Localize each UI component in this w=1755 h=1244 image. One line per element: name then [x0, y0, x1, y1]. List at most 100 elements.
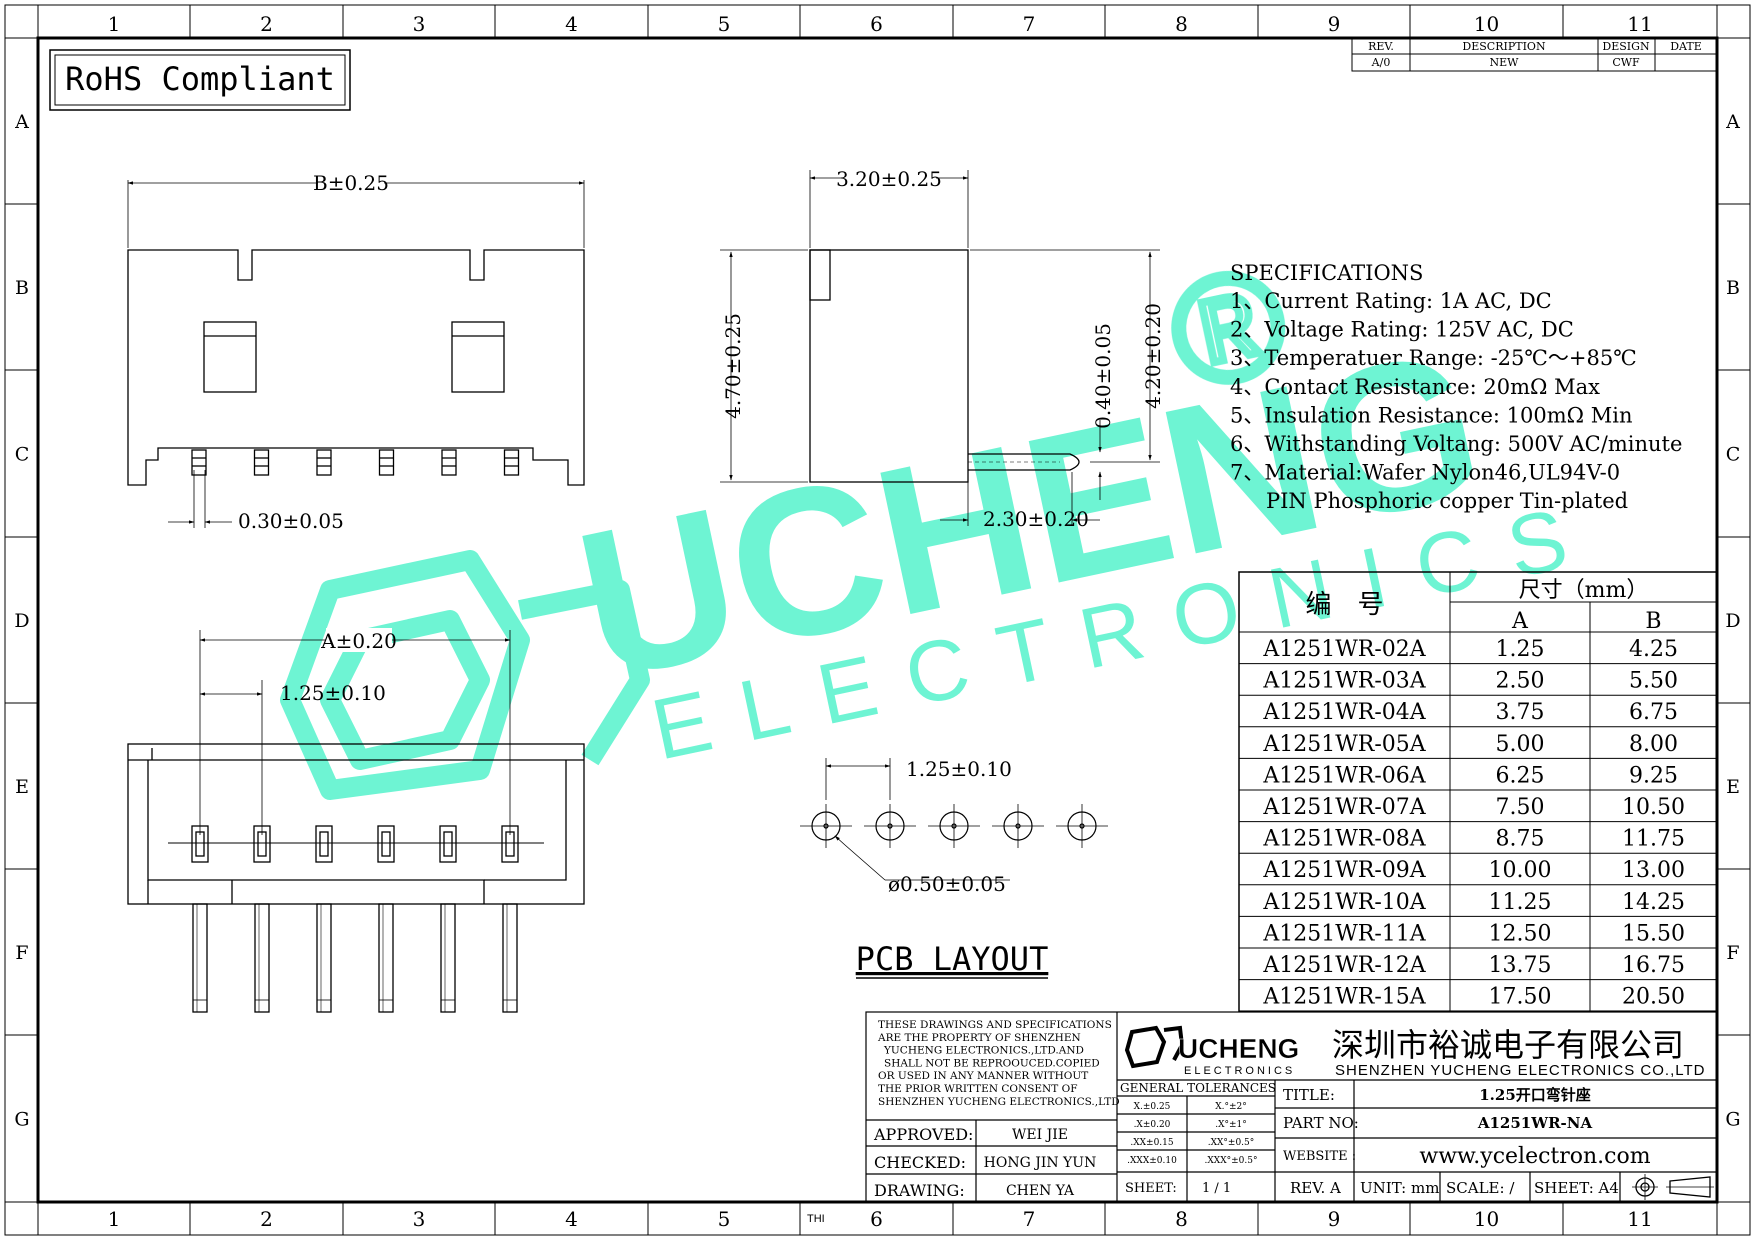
projection-symbol-icon: [1632, 1174, 1714, 1200]
table-cell-b: 10.50: [1622, 795, 1685, 820]
front-pin: [501, 825, 519, 1013]
table-cell-part: A1251WR-09A: [1262, 858, 1426, 883]
table-cell-b: 4.25: [1629, 637, 1678, 662]
checked-label: CHECKED:: [874, 1153, 966, 1172]
zone-row-right-C: C: [1726, 444, 1741, 466]
table-cell-part: A1251WR-02A: [1262, 637, 1426, 662]
front-pin: [315, 825, 333, 1013]
dim-hole: ø0.50±0.05: [888, 872, 1006, 896]
front-pin: [439, 825, 457, 1013]
table-cell-a: 8.75: [1496, 827, 1545, 852]
sheet-size-field: SHEET: A4: [1534, 1179, 1619, 1197]
zone-col-top-7: 7: [1023, 12, 1036, 36]
zone-row-left-E: E: [15, 776, 29, 798]
title-label: TITLE:: [1283, 1086, 1335, 1104]
table-cell-a: 7.50: [1496, 795, 1545, 820]
drawing-label: DRAWING:: [874, 1181, 965, 1200]
thi-label: THI: [807, 1213, 825, 1225]
rev-field: REV. A: [1290, 1179, 1341, 1197]
top-pin: [378, 449, 395, 476]
pcb-hole-icon: [928, 804, 980, 848]
table-cell-a: 2.50: [1496, 669, 1545, 694]
zone-col-bottom-3: 3: [413, 1207, 426, 1231]
zone-col-bottom-11: 11: [1627, 1207, 1652, 1231]
table-cell-part: A1251WR-03A: [1262, 669, 1426, 694]
zone-row-right-D: D: [1725, 610, 1740, 632]
rohs-label: RoHS Compliant: [65, 60, 335, 98]
revision-table: REV. DESCRIPTION DESIGN DATE A/0 NEW CWF: [1351, 37, 1718, 72]
tolerances-title: GENERAL TOLERANCES: [1120, 1081, 1276, 1095]
rohs-badge: RoHS Compliant: [49, 49, 351, 111]
rev-value: A/0: [1371, 56, 1391, 69]
top-pin: [253, 449, 270, 476]
design-header: DESIGN: [1602, 40, 1650, 53]
spec-line: 4、Contact Resistance: 20mΩ Max: [1230, 375, 1600, 399]
notice-line: ARE THE PROPERTY OF SHENZHEN: [877, 1032, 1081, 1044]
rev-header: REV.: [1368, 40, 1394, 53]
spec-line: 7、Material:Wafer Nylon46,UL94V-0: [1230, 461, 1620, 485]
zone-col-bottom-6: 6: [870, 1207, 883, 1231]
top-pin: [503, 449, 520, 476]
zone-col-bottom-2: 2: [260, 1207, 273, 1231]
dim-pin-thickness: 0.40±0.05: [1091, 323, 1115, 429]
watermark-logo-icon: [280, 550, 650, 800]
logo-sub: ELECTRONICS: [1184, 1065, 1295, 1077]
table-cell-a: 13.75: [1489, 953, 1552, 978]
table-cell-b: 15.50: [1622, 921, 1685, 946]
table-header-part-no: 编 号: [1305, 590, 1383, 620]
table-cell-part: A1251WR-04A: [1262, 700, 1426, 725]
company-chinese-name: 深圳市裕诚电子有限公司: [1332, 1027, 1684, 1063]
approved-value: WEI JIE: [1012, 1127, 1068, 1143]
logo-text: UCHENG: [1178, 1033, 1299, 1064]
zone-col-bottom-5: 5: [718, 1207, 731, 1231]
zone-col-top-10: 10: [1474, 12, 1499, 36]
notice-line: SHENZHEN YUCHENG ELECTRONICS.,LTD: [878, 1096, 1120, 1108]
spec-line: 6、Withstanding Voltang: 500V AC/minute: [1230, 432, 1682, 456]
company-english-name: SHENZHEN YUCHENG ELECTRONICS CO.,LTD: [1335, 1062, 1706, 1079]
zone-col-bottom-10: 10: [1474, 1207, 1499, 1231]
front-pin: [191, 825, 209, 1013]
table-cell-b: 14.25: [1622, 890, 1685, 915]
zone-col-top-11: 11: [1627, 12, 1652, 36]
zone-col-top-6: 6: [870, 12, 883, 36]
tolerance-linear: .X±0.20: [1134, 1120, 1171, 1130]
side-view: [720, 170, 1160, 526]
dim-pin-height: 4.20±0.20: [1141, 303, 1165, 409]
front-pin: [377, 825, 395, 1013]
notice-line: THE PRIOR WRITTEN CONSENT OF: [878, 1083, 1077, 1095]
table-cell-a: 6.25: [1496, 763, 1545, 788]
zone-row-right-E: E: [1726, 776, 1740, 798]
table-cell-part: A1251WR-08A: [1262, 827, 1426, 852]
dim-a: A±0.20: [320, 629, 397, 653]
top-pin: [316, 449, 332, 476]
table-cell-part: A1251WR-10A: [1262, 890, 1426, 915]
zone-row-right-G: G: [1725, 1109, 1740, 1131]
pcb-hole-icon: [992, 804, 1044, 848]
notice-line: YUCHENG ELECTRONICS.,LTD.AND: [883, 1045, 1084, 1057]
zone-row-right-B: B: [1726, 277, 1740, 299]
zone-col-bottom-9: 9: [1328, 1207, 1341, 1231]
tolerance-linear: .XX±0.15: [1130, 1138, 1174, 1148]
zone-col-top-2: 2: [260, 12, 273, 36]
zone-row-left-A: A: [14, 111, 29, 133]
table-header-b: B: [1645, 609, 1661, 634]
zone-col-top-4: 4: [565, 12, 578, 36]
scale-field: SCALE: /: [1446, 1179, 1515, 1197]
pcb-hole-icon: [864, 804, 916, 848]
zone-col-bottom-7: 7: [1023, 1207, 1036, 1231]
dim-side-height: 4.70±0.25: [721, 313, 745, 419]
ycheng-logo-icon: [1124, 1025, 1185, 1069]
website-label: WEBSITE :: [1283, 1149, 1356, 1164]
spec-line: 3、Temperatuer Range: -25℃～+85℃: [1230, 346, 1637, 370]
sheet-value: 1 / 1: [1202, 1181, 1231, 1196]
table-cell-a: 1.25: [1496, 637, 1545, 662]
tolerance-angular: .X°±1°: [1215, 1120, 1247, 1130]
zone-row-right-F: F: [1726, 942, 1739, 964]
tolerance-linear: X.±0.25: [1134, 1102, 1171, 1112]
spec-line: 1、Current Rating: 1A AC, DC: [1230, 289, 1552, 313]
table-cell-b: 8.00: [1629, 732, 1678, 757]
zone-col-top-1: 1: [108, 12, 121, 36]
